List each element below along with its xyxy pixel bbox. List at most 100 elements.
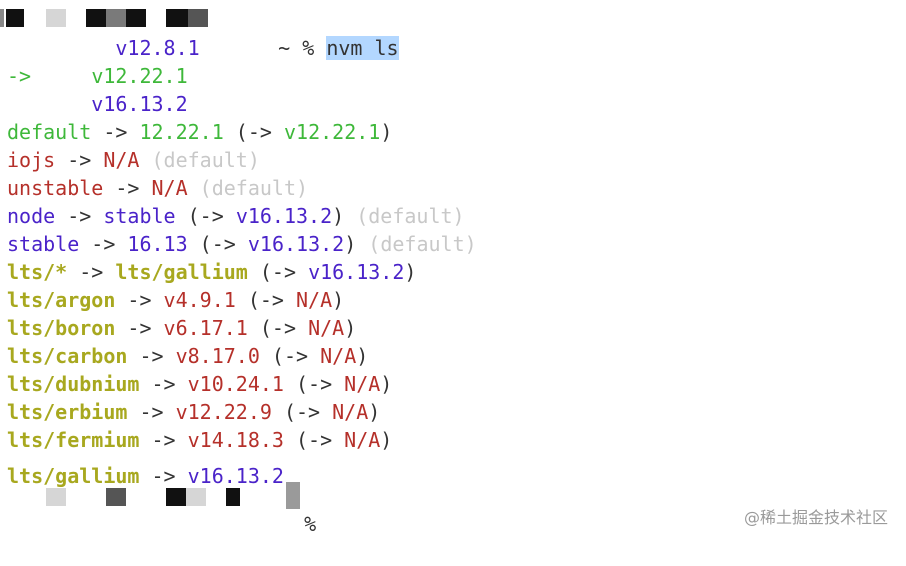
output-segment: v8.17.0 [175, 344, 260, 368]
prompt-symbol: ~ % [278, 36, 315, 60]
output-line: lts/boron -> v6.17.1 (-> N/A) [7, 314, 356, 342]
output-segment: (-> [187, 232, 248, 256]
output-segment: (default) [344, 204, 465, 228]
output-segment: N/A [103, 148, 140, 172]
output-segment: -> [115, 316, 164, 340]
output-segment [31, 64, 91, 88]
output-segment: -> [115, 288, 164, 312]
output-line: lts/dubnium -> v10.24.1 (-> N/A) [7, 370, 392, 398]
output-segment: v6.17.1 [163, 316, 248, 340]
output-segment [7, 92, 91, 116]
output-segment: ) [344, 316, 357, 340]
output-segment [7, 36, 115, 60]
output-line: unstable -> N/A (default) [7, 174, 308, 202]
output-segment: (-> [175, 204, 236, 228]
output-segment: N/A [344, 428, 381, 452]
output-segment: lts/carbon [7, 344, 128, 368]
output-segment: ) [368, 400, 381, 424]
prompt-symbol-bottom: % [304, 512, 317, 536]
output-line: lts/erbium -> v12.22.9 (-> N/A) [7, 398, 380, 426]
output-segment: v12.22.1 [283, 120, 381, 144]
output-segment: lts/dubnium [7, 372, 140, 396]
output-line: lts/carbon -> v8.17.0 (-> N/A) [7, 342, 368, 370]
output-segment: -> [55, 204, 104, 228]
output-segment: lts/fermium [7, 428, 140, 452]
output-line: stable -> 16.13 (-> v16.13.2) (default) [7, 230, 477, 258]
output-segment: -> [7, 64, 32, 88]
output-segment: -> [139, 428, 188, 452]
output-segment: (-> [247, 316, 309, 340]
output-segment: (-> [271, 400, 333, 424]
redacted-bottom-block-3 [166, 488, 206, 506]
redacted-host-block-3 [166, 9, 208, 27]
output-segment: v16.13.2 [247, 232, 345, 256]
output-segment: ) [332, 204, 345, 228]
output-segment: lts/erbium [7, 400, 128, 424]
output-segment: -> [139, 464, 188, 488]
watermark-text: @稀土掘金技术社区 [743, 508, 888, 527]
output-segment: (default) [187, 176, 309, 200]
output-segment: (-> [283, 428, 345, 452]
output-segment: v16.13.2 [91, 92, 188, 116]
output-line: -> v12.22.1 [7, 62, 188, 90]
output-segment: v10.24.1 [187, 372, 284, 396]
output-segment: v12.22.1 [91, 64, 188, 88]
command-text[interactable]: nvm ls [326, 36, 399, 60]
output-segment: v12.8.1 [115, 36, 200, 60]
output-line: default -> 12.22.1 (-> v12.22.1) [7, 118, 392, 146]
output-segment: v12.22.9 [175, 400, 272, 424]
output-segment: stable [103, 204, 176, 228]
output-segment: 12.22.1 [139, 120, 224, 144]
output-segment: N/A [344, 372, 381, 396]
output-segment: N/A [296, 288, 333, 312]
output-segment: ) [404, 260, 417, 284]
redacted-bottom-block-1 [46, 488, 66, 506]
output-segment: (-> [247, 260, 309, 284]
redacted-host-block-2 [86, 9, 146, 27]
output-segment: lts/argon [7, 288, 116, 312]
output-segment: stable [7, 232, 80, 256]
output-segment: lts/* [7, 260, 68, 284]
output-segment: node [7, 204, 56, 228]
output-segment: (default) [139, 148, 260, 172]
output-segment: v16.13.2 [308, 260, 405, 284]
output-segment: iojs [7, 148, 56, 172]
output-segment: -> [139, 372, 188, 396]
output-segment: -> [103, 176, 152, 200]
output-segment: ) [380, 120, 393, 144]
output-segment: 16.13 [127, 232, 188, 256]
output-segment: (-> [283, 372, 345, 396]
output-segment: ) [344, 232, 357, 256]
output-segment: v16.13.2 [235, 204, 333, 228]
output-segment: -> [127, 344, 176, 368]
output-segment: v16.13.2 [187, 464, 284, 488]
output-segment: N/A [320, 344, 357, 368]
output-segment: -> [127, 400, 176, 424]
output-segment: ) [332, 288, 345, 312]
output-segment: default [7, 120, 92, 144]
output-segment: N/A [332, 400, 369, 424]
output-segment: ) [356, 344, 369, 368]
output-segment: (-> [235, 288, 297, 312]
terminal-cursor[interactable] [286, 482, 300, 509]
redacted-bottom-block-2 [106, 488, 126, 506]
output-line: lts/fermium -> v14.18.3 (-> N/A) [7, 426, 392, 454]
output-line: node -> stable (-> v16.13.2) (default) [7, 202, 465, 230]
output-segment: (default) [356, 232, 477, 256]
output-segment: (-> [223, 120, 284, 144]
output-segment: ) [380, 428, 393, 452]
output-segment: lts/boron [7, 316, 116, 340]
output-segment: lts/gallium [7, 464, 140, 488]
top-prompt-line: ~ % nvm ls [230, 6, 399, 60]
output-segment: -> [79, 232, 128, 256]
bottom-prompt-line: % [256, 482, 316, 536]
output-line: lts/* -> lts/gallium (-> v16.13.2) [7, 258, 416, 286]
output-segment: v14.18.3 [187, 428, 284, 452]
output-segment: unstable [7, 176, 104, 200]
output-segment: N/A [308, 316, 345, 340]
output-segment: N/A [151, 176, 188, 200]
output-segment: v4.9.1 [163, 288, 236, 312]
redacted-username-block [0, 6, 26, 28]
output-segment: (-> [259, 344, 321, 368]
